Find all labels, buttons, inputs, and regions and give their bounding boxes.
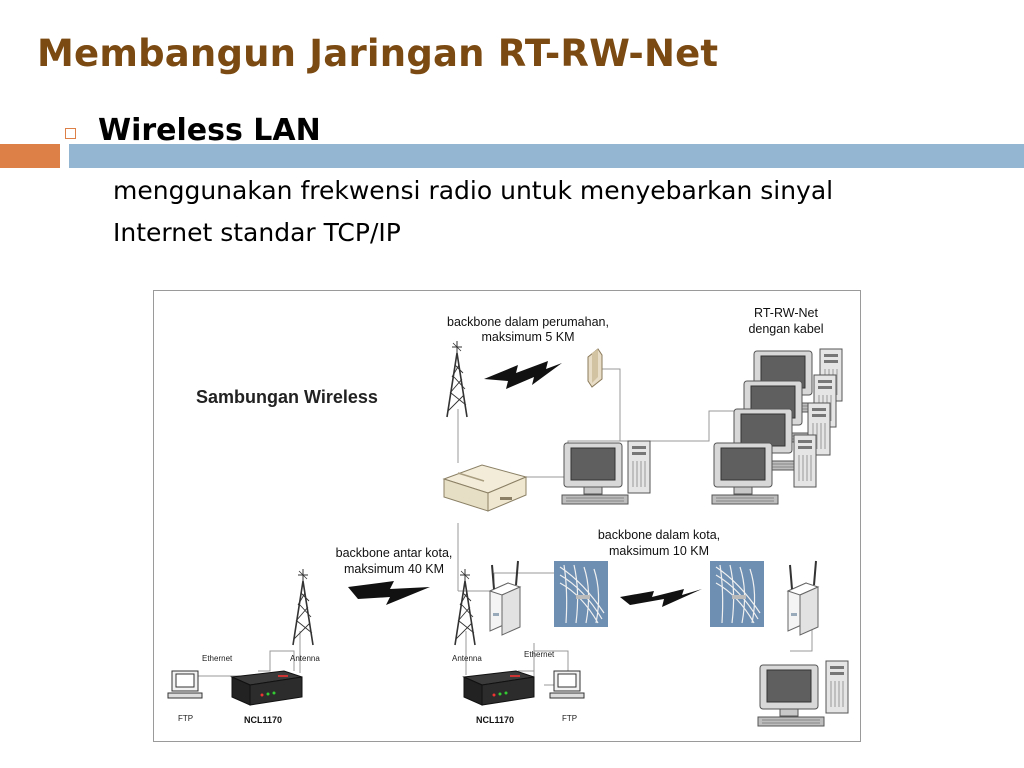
accent-bar-blue (69, 144, 1024, 168)
label-backbone-dalam-kota-1: backbone dalam kota, (598, 528, 720, 542)
ncl1170-device-icon (463, 670, 535, 706)
ftp-computer-icon (549, 670, 585, 699)
desktop-computer-icon (561, 442, 629, 505)
label-ftp-left: FTP (178, 714, 193, 723)
label-backbone-perumahan-1: backbone dalam perumahan, (447, 315, 609, 329)
label-rtrw-kabel-1: RT-RW-Net (754, 306, 818, 320)
label-antenna-mid: Antenna (452, 654, 482, 663)
label-backbone-antar-kota-1: backbone antar kota, (336, 546, 453, 560)
slide-title: Membangun Jaringan RT-RW-Net (37, 32, 719, 75)
label-ethernet-left: Ethernet (202, 654, 233, 663)
wireless-router-icon (489, 560, 521, 636)
body-text-line-1: menggunakan frekwensi radio untuk menyeb… (113, 176, 834, 205)
label-ftp-mid: FTP (562, 714, 577, 723)
wireless-link-icon (484, 361, 562, 389)
wireless-link-icon (620, 589, 702, 607)
label-backbone-dalam-kota-2: maksimum 10 KM (609, 544, 709, 558)
ftp-computer-icon (167, 670, 203, 699)
label-ethernet-mid: Ethernet (524, 650, 555, 659)
tower-computer-icon (825, 660, 849, 714)
desktop-computer-icon (757, 664, 825, 727)
network-diagram: Sambungan Wireless backbone dalam peruma… (153, 290, 861, 742)
ncl1170-device-icon (231, 670, 303, 706)
label-antenna-left: Antenna (290, 654, 320, 663)
diagram-heading: Sambungan Wireless (196, 387, 378, 407)
label-ncl1170-mid: NCL1170 (476, 715, 514, 725)
wireless-router-icon (787, 560, 819, 636)
body-text-line-2: Internet standar TCP/IP (113, 218, 401, 247)
radio-tower-icon (446, 340, 468, 418)
tower-computer-icon (627, 440, 651, 494)
accent-bar-orange (0, 144, 60, 168)
label-backbone-perumahan-2: maksimum 5 KM (481, 330, 574, 344)
label-ncl1170-left: NCL1170 (244, 715, 282, 725)
grid-antenna-icon (709, 560, 765, 628)
desktop-computer-icon (711, 442, 779, 505)
wireless-link-icon (348, 581, 430, 605)
label-rtrw-kabel-2: dengan kabel (748, 322, 823, 336)
radio-tower-icon (292, 568, 314, 646)
bullet-heading: Wireless LAN (98, 113, 321, 148)
modem-icon (442, 464, 528, 512)
grid-antenna-icon (553, 560, 609, 628)
tower-computer-icon (793, 434, 817, 488)
bullet-square-icon (65, 128, 76, 139)
access-point-icon (587, 348, 603, 388)
label-backbone-antar-kota-2: maksimum 40 KM (344, 562, 444, 576)
